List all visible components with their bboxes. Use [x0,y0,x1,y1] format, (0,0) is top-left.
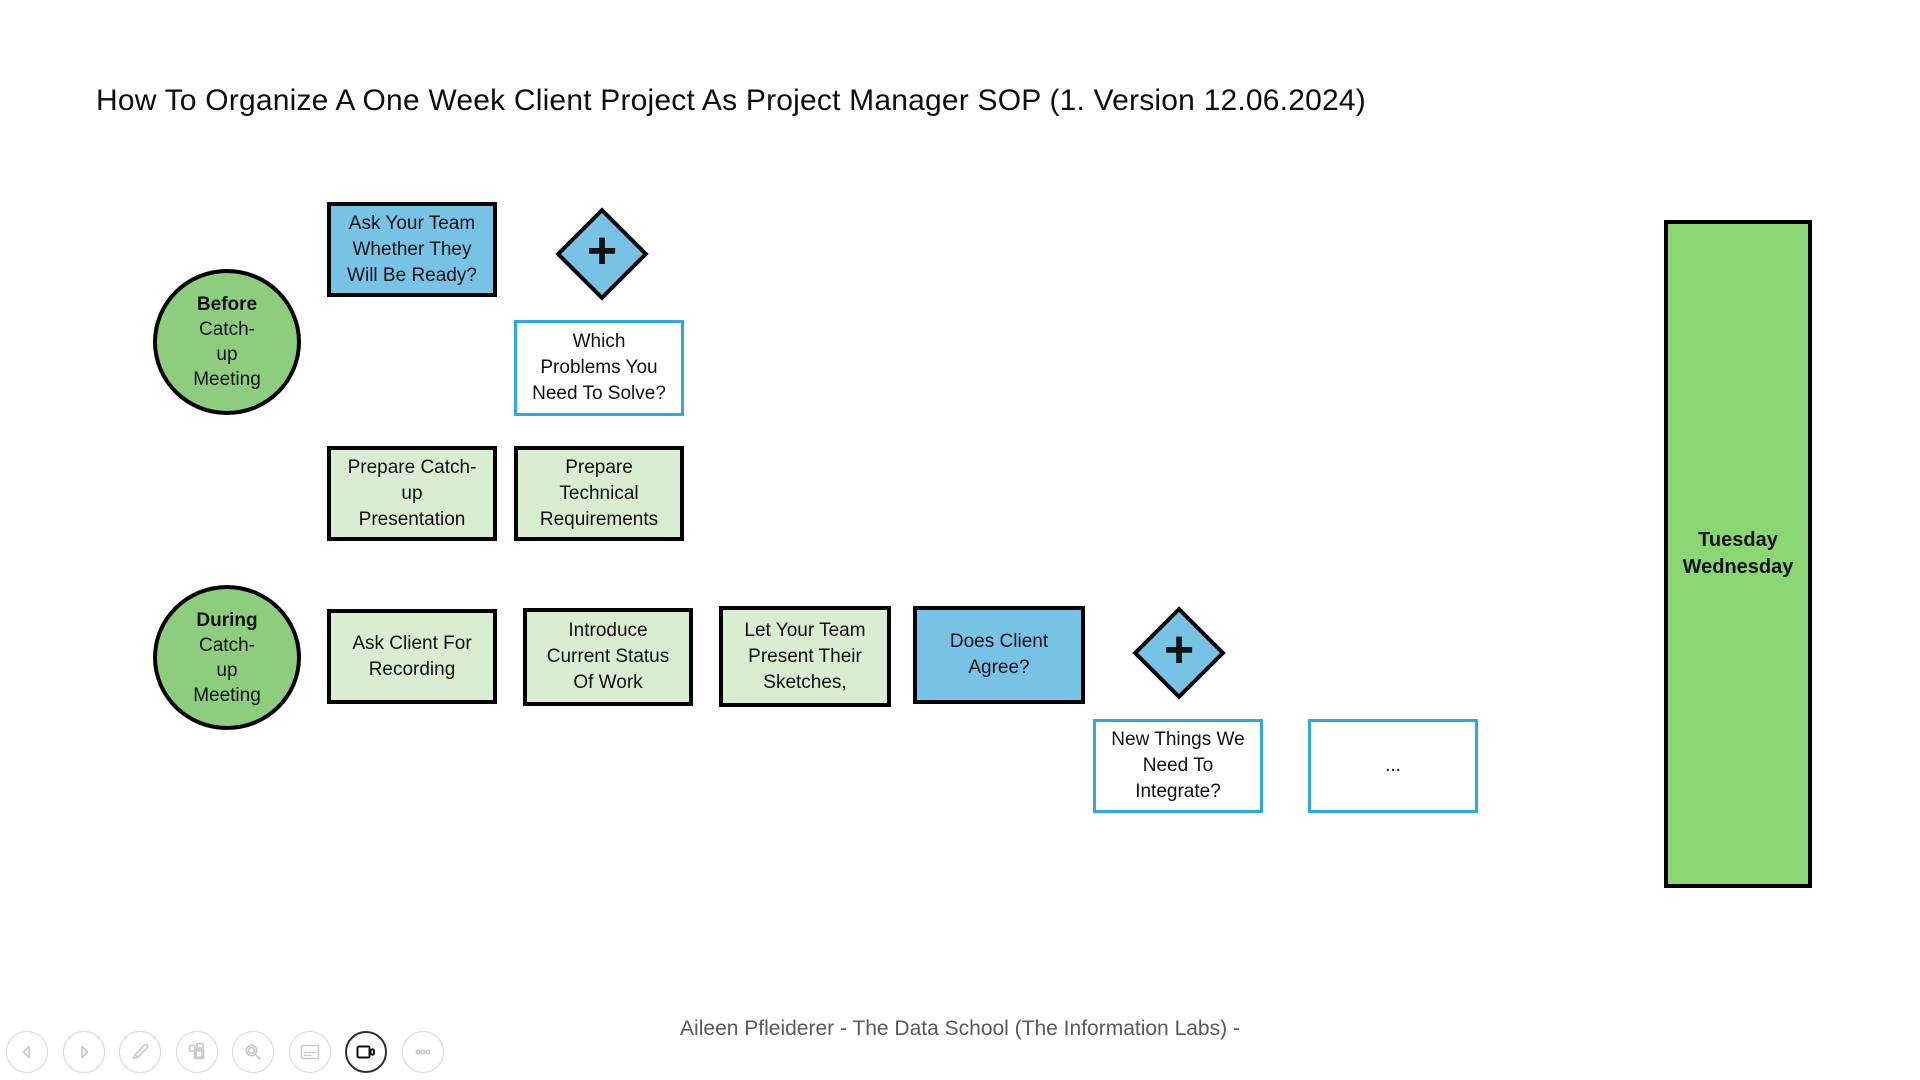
box-does-client-agree-label: Does Client Agree? [949,631,1049,678]
viewer-toolbar [6,1031,444,1073]
box-team-present-sketches[interactable]: Let Your Team Present Their Sketches, [719,606,891,707]
phase-circle-during-label: Catch- up Meeting [193,634,261,706]
plus-icon: + [1163,621,1195,679]
box-team-present-sketches-label: Let Your Team Present Their Sketches, [744,619,866,693]
box-introduce-status[interactable]: Introduce Current Status Of Work [523,608,693,706]
box-prepare-technical-requirements[interactable]: Prepare Technical Requirements [514,446,684,541]
box-ellipsis[interactable]: ... [1308,719,1478,813]
box-prepare-catchup-presentation[interactable]: Prepare Catch- up Presentation [327,446,497,541]
author-credit: Aileen Pfleiderer - The Data School (The… [680,1017,1240,1040]
phase-circle-during[interactable]: During Catch- up Meeting [153,585,301,730]
more-options-button[interactable] [401,1031,444,1073]
arrow-left-icon [22,1045,30,1059]
video-camera-icon [356,1045,375,1059]
next-button[interactable] [62,1031,105,1073]
phase-circle-during-title: During [196,609,258,631]
captions-icon [300,1044,319,1060]
pen-icon [132,1043,149,1060]
box-ask-your-team-label: Ask Your Team Whether They Will Be Ready… [347,212,477,286]
box-which-problems[interactable]: Which Problems You Need To Solve? [514,320,684,416]
box-does-client-agree[interactable]: Does Client Agree? [913,606,1085,704]
zoom-button[interactable] [232,1031,274,1073]
plus-icon: + [586,222,618,280]
phase-circle-before-title: Before [196,294,258,315]
day-band-label: Tuesday Wednesday [1682,529,1794,578]
box-ellipsis-label: ... [1385,755,1401,776]
box-ask-client-recording-label: Ask Client For Recording [352,632,472,680]
phase-circle-before[interactable]: Before Catch- up Meeting [153,269,301,415]
ellipsis-icon [415,1049,431,1055]
camera-button[interactable] [345,1031,387,1073]
box-prepare-catchup-presentation-label: Prepare Catch- up Presentation [347,456,477,530]
page-title: How To Organize A One Week Client Projec… [96,84,1366,117]
slide-sorter-button[interactable] [175,1031,218,1073]
connector-diamond-1[interactable]: + [555,207,649,301]
box-ask-client-recording[interactable]: Ask Client For Recording [327,609,497,704]
day-band-tuesday-wednesday[interactable]: Tuesday Wednesday [1664,220,1812,888]
draw-button[interactable] [119,1031,161,1073]
box-ask-your-team[interactable]: Ask Your Team Whether They Will Be Ready… [327,202,497,297]
captions-button[interactable] [288,1031,331,1073]
box-new-things-integrate-label: New Things We Need To Integrate? [1111,729,1245,802]
connector-diamond-2[interactable]: + [1132,606,1226,700]
phase-circle-before-label: Catch- up Meeting [193,319,261,390]
previous-button[interactable] [6,1031,48,1073]
arrow-right-icon [80,1045,88,1059]
magnifier-icon [245,1044,261,1060]
slides-grid-icon [188,1042,204,1060]
box-new-things-integrate[interactable]: New Things We Need To Integrate? [1093,719,1263,813]
box-introduce-status-label: Introduce Current Status Of Work [546,620,670,693]
box-which-problems-label: Which Problems You Need To Solve? [532,331,666,404]
box-prepare-technical-requirements-label: Prepare Technical Requirements [539,456,659,530]
